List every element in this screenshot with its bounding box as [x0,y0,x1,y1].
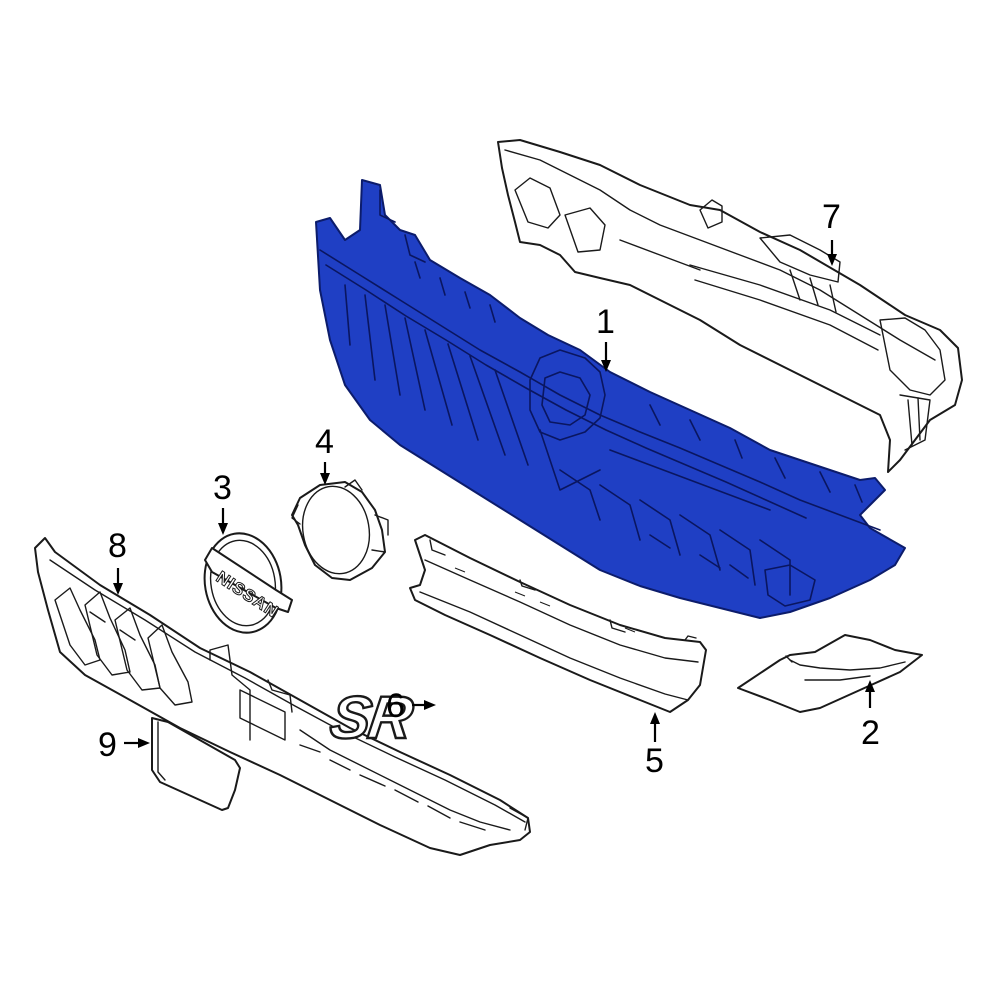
part-7-upper-air-guide[interactable] [497,139,963,473]
part-1-main-grille[interactable] [315,179,906,619]
callout-7: 7 [822,198,841,236]
callout-2: 2 [861,714,880,752]
arrowhead-6 [424,700,436,710]
arrowhead-5 [650,712,660,724]
callout-1: 1 [596,303,615,341]
callout-4: 4 [315,423,334,461]
callout-3: 3 [213,469,232,507]
callout-5: 5 [645,742,664,780]
part-8-lower-grille[interactable] [34,537,531,856]
arrowhead-7 [827,254,837,266]
badge-text: SR [326,683,417,751]
part-5-molding[interactable] [409,534,707,713]
arrowhead-9 [138,738,150,748]
part-6-sr-badge[interactable]: SR [325,682,419,752]
part-9-cover[interactable] [151,717,241,811]
arrowhead-8 [113,583,123,595]
callout-8: 8 [108,527,127,565]
arrowhead-4 [320,473,330,485]
callout-9: 9 [98,726,117,764]
part-2-lower-plate[interactable] [737,634,923,713]
arrowhead-3 [218,523,228,535]
callout-labels: 1 2 3 4 5 6 7 8 9 [98,198,880,780]
part-4-emblem-base[interactable] [291,479,389,581]
leader-lines [113,240,875,748]
arrowhead-2 [865,680,875,692]
part-3-emblem[interactable]: NISSAN [197,527,293,639]
arrowhead-1 [601,360,611,372]
callout-6: 6 [386,687,405,725]
